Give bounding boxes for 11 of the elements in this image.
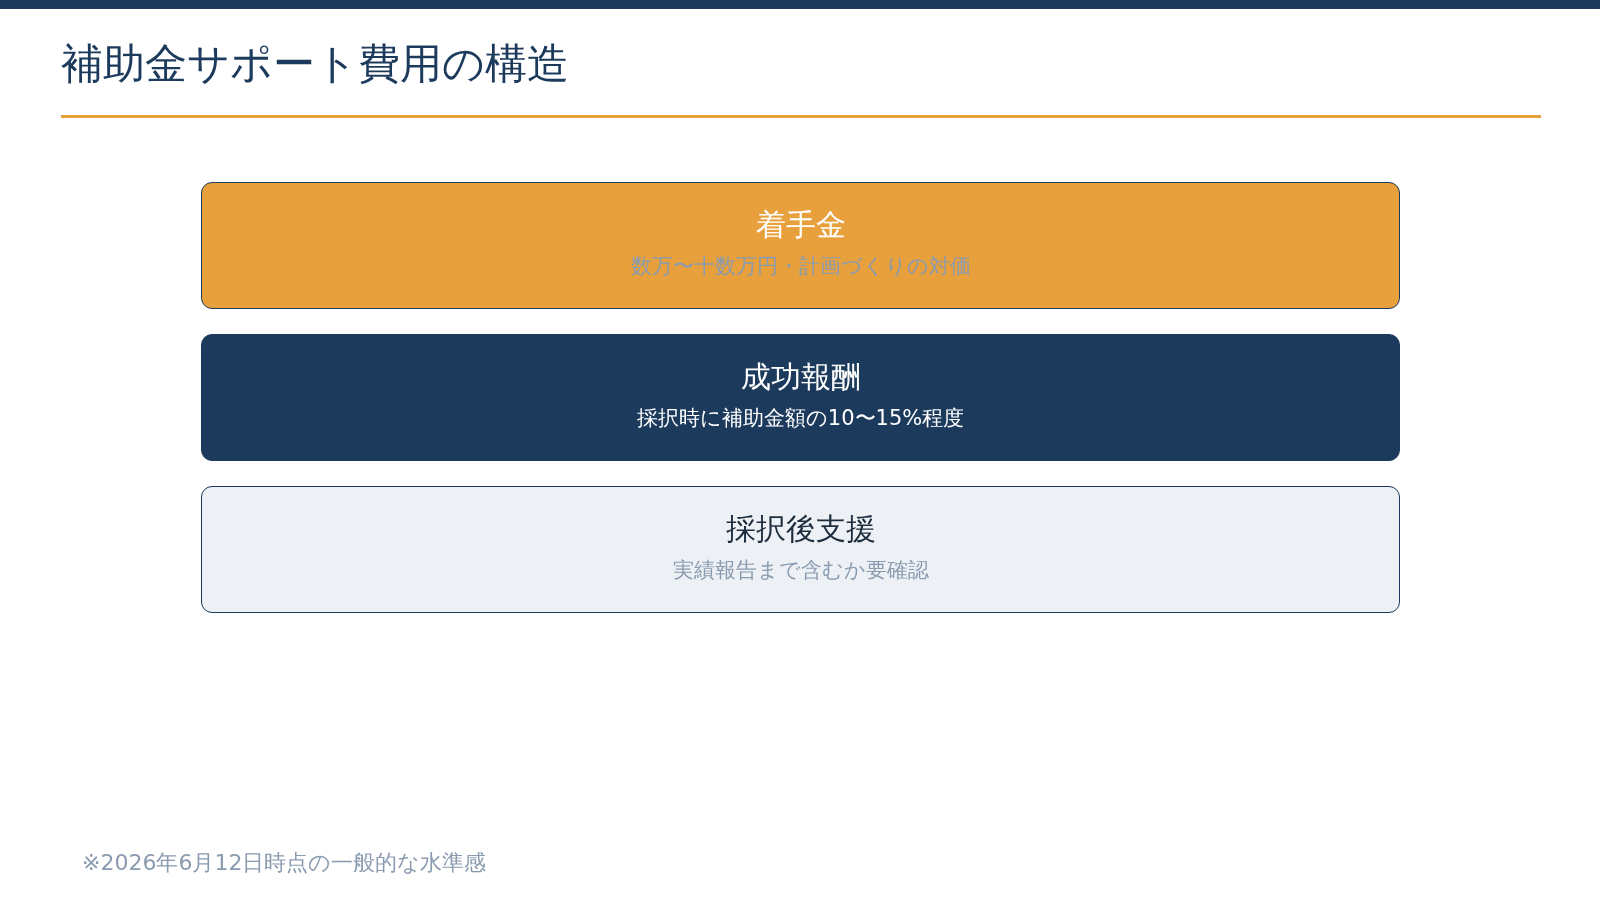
box-heading: 成功報酬	[740, 357, 861, 396]
box-heading: 採択後支援	[725, 509, 876, 548]
fee-box	[201, 182, 1400, 309]
fee-box	[201, 334, 1400, 461]
footnote: ※2026年6月12日時点の一般的な水準感	[82, 849, 487, 877]
fee-box	[201, 486, 1400, 613]
slide-title: 補助金サポート費用の構造	[61, 38, 569, 90]
box-heading: 着手金	[755, 205, 846, 244]
box-description: 実績報告まで含むか要確認	[672, 556, 929, 584]
box-description: 数万〜十数万円・計画づくりの対価	[630, 252, 971, 280]
box-description: 採択時に補助金額の10〜15%程度	[636, 404, 965, 432]
